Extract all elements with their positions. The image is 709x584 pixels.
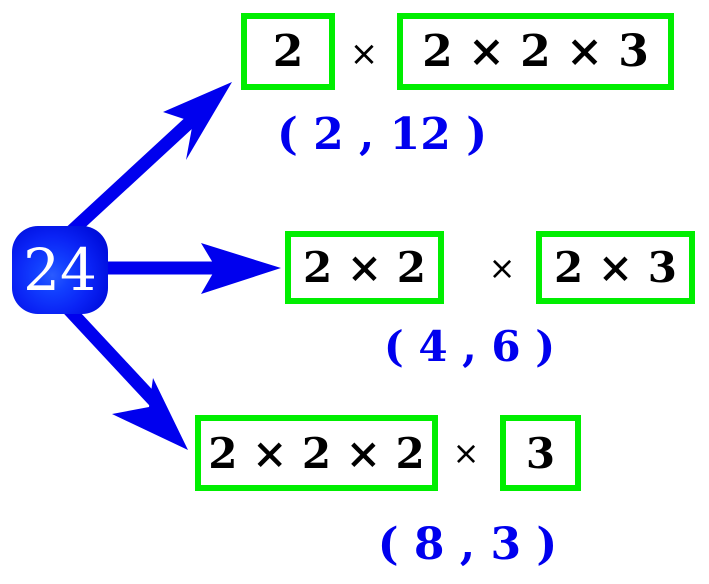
row-2-pair-text: ( 4 , 6 ): [383, 321, 556, 371]
arrow-up: [57, 82, 232, 245]
row-3-right-box-text: 3: [525, 428, 556, 478]
row-1-right-box[interactable]: 2 × 2 × 3: [397, 13, 674, 90]
row-2-left-box-text: 2 × 2: [303, 243, 426, 292]
row-2-pair-label: ( 4 , 6 ): [382, 320, 557, 372]
row-3-pair-label: ( 8 , 3 ): [377, 518, 558, 570]
row-1-operator: ×: [344, 32, 384, 76]
row-1-left-box[interactable]: 2: [241, 13, 335, 90]
row-2-left-box[interactable]: 2 × 2: [285, 231, 444, 304]
row-1-right-box-text: 2 × 2 × 3: [422, 26, 649, 77]
row-1-left-box-text: 2: [272, 26, 304, 77]
row-3-left-box-text: 2 × 2 × 2: [208, 428, 425, 478]
row-3-operator: ×: [446, 432, 486, 474]
multiply-icon: ×: [488, 249, 516, 287]
start-node-value: 24: [23, 236, 97, 304]
arrow-down: [55, 295, 188, 450]
row-1-pair-text: ( 2 , 12 ): [276, 108, 488, 160]
row-2-right-box-text: 2 × 3: [554, 243, 677, 292]
row-3-right-box[interactable]: 3: [500, 415, 581, 491]
multiply-icon: ×: [349, 34, 379, 74]
start-node-24[interactable]: 24: [12, 226, 108, 314]
row-2-right-box[interactable]: 2 × 3: [536, 231, 695, 304]
row-3-left-box[interactable]: 2 × 2 × 2: [195, 415, 438, 491]
row-3-pair-text: ( 8 , 3 ): [377, 518, 558, 570]
row-2-operator: ×: [482, 247, 522, 289]
multiply-icon: ×: [452, 434, 480, 472]
row-1-pair-label: ( 2 , 12 ): [277, 108, 487, 160]
